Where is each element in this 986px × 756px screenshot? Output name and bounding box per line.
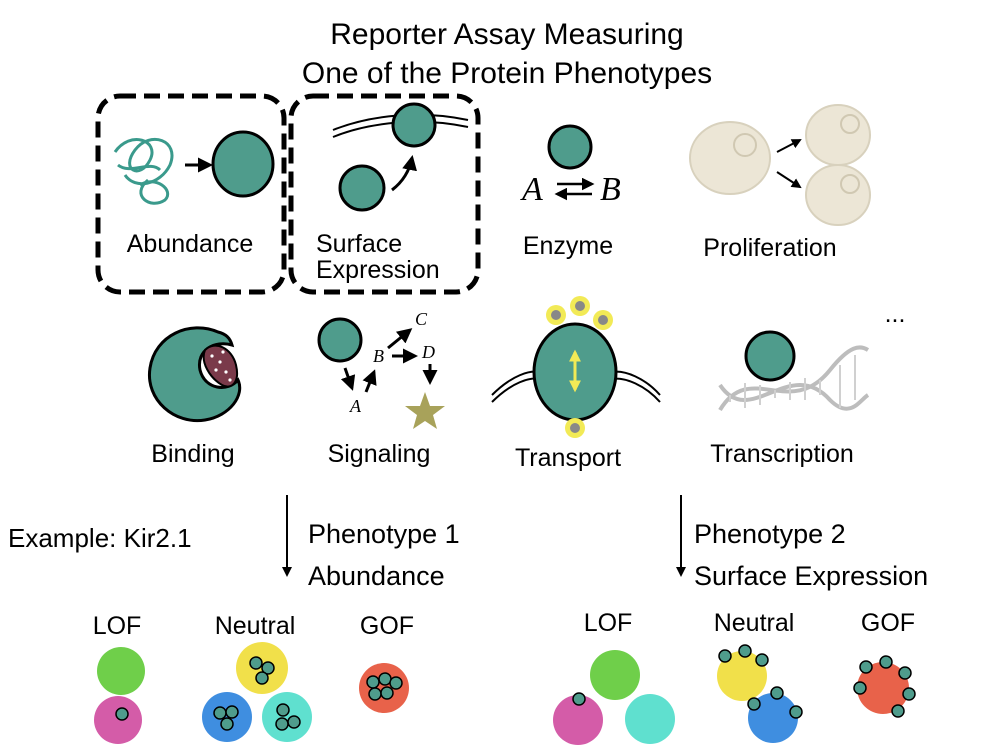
protein-dot	[891, 704, 905, 718]
signaling-protein-icon	[317, 317, 363, 363]
substrate-molecules-icon	[546, 296, 613, 438]
right-neutral-cell-yellow	[717, 651, 767, 701]
protein-dot	[261, 661, 275, 675]
protein-dot	[853, 681, 867, 695]
more-phenotypes-ellipsis: ...	[885, 300, 906, 328]
signal-node-a: A	[349, 396, 362, 416]
label-binding: Binding	[151, 440, 234, 468]
protein-dot	[276, 703, 290, 717]
protein-dot	[213, 706, 227, 720]
division-arrow-down	[776, 171, 802, 189]
protein-dot	[366, 675, 380, 689]
left-lof-cell-pink	[94, 696, 142, 744]
protein-dot	[902, 687, 916, 701]
dna-helix-icon	[718, 345, 870, 412]
left-gof-label: GOF	[360, 612, 414, 640]
protein-dot	[572, 692, 586, 706]
protein-dot	[115, 707, 129, 721]
left-neutral-label: Neutral	[215, 612, 296, 640]
trafficking-arrow	[391, 155, 417, 192]
protein-dot	[275, 717, 289, 731]
protein-dot	[255, 671, 269, 685]
transport-membrane-left-b	[491, 377, 541, 403]
title-line-2: One of the Protein Phenotypes	[302, 57, 712, 90]
protein-dot	[287, 715, 301, 729]
protein-dot	[755, 653, 769, 667]
left-neutral-cell-cyan	[262, 692, 312, 742]
protein-dot	[380, 686, 394, 700]
protein-dot	[859, 660, 873, 674]
abundance-highlight-box	[95, 93, 287, 295]
left-lof-label: LOF	[93, 612, 142, 640]
enzyme-product-b: B	[600, 171, 621, 208]
signal-arrow-1	[340, 367, 356, 391]
signal-node-d: D	[421, 342, 435, 362]
protein-dot	[378, 672, 392, 686]
right-lof-cell-cyan	[625, 694, 675, 744]
protein-dot	[249, 656, 263, 670]
protein-dot	[368, 687, 382, 701]
intracellular-protein-icon	[338, 164, 386, 212]
phenotype-1-title: Phenotype 1	[308, 519, 460, 549]
enzyme-protein-icon	[547, 124, 593, 170]
signal-output-star-icon	[405, 392, 445, 429]
label-transcription: Transcription	[710, 440, 854, 468]
right-gof-cell-red	[857, 662, 909, 714]
title-line-1: Reporter Assay Measuring	[330, 18, 684, 51]
protein-dot	[747, 697, 761, 711]
signal-arrow-2	[362, 369, 377, 393]
right-lof-cell-green	[590, 650, 640, 700]
phenotype-2-name: Surface Expression	[694, 561, 928, 591]
protein-dot	[789, 705, 803, 719]
folded-protein-icon	[211, 130, 275, 198]
label-abundance: Abundance	[127, 230, 254, 258]
protein-dot	[389, 676, 403, 690]
phenotype-2-title: Phenotype 2	[694, 519, 846, 549]
label-enzyme: Enzyme	[523, 232, 613, 260]
protein-dot	[718, 649, 732, 663]
signal-arrow-3	[387, 328, 413, 350]
transport-membrane-right-b	[611, 377, 661, 403]
left-neutral-cell-blue	[202, 692, 252, 742]
transcription-factor-icon	[744, 330, 796, 382]
unfolded-protein-icon	[113, 137, 174, 205]
label-proliferation: Proliferation	[703, 234, 836, 262]
phenotype-1-name: Abundance	[308, 561, 445, 591]
division-arrow-up	[776, 139, 802, 153]
protein-dot	[220, 717, 234, 731]
right-lof-cell-pink	[553, 695, 603, 745]
label-surface: Surface	[316, 230, 402, 258]
label-transport: Transport	[515, 444, 621, 472]
protein-dot	[898, 666, 912, 680]
left-lof-cell-green	[97, 647, 145, 695]
surface-protein-icon	[391, 102, 437, 148]
protein-dot	[879, 655, 893, 669]
proliferation-cells-icon	[689, 104, 871, 226]
surface-expression-highlight-box	[288, 93, 481, 295]
signal-node-c: C	[415, 309, 428, 329]
right-gof-label: GOF	[861, 609, 915, 637]
right-neutral-label: Neutral	[714, 609, 795, 637]
signal-node-b: B	[373, 346, 384, 366]
binding-protein-icon	[147, 326, 242, 423]
protein-dot	[225, 705, 239, 719]
example-label: Example: Kir2.1	[8, 523, 192, 553]
label-expression: Expression	[316, 256, 440, 284]
label-signaling: Signaling	[328, 440, 431, 468]
protein-dot	[738, 644, 752, 658]
protein-dot	[770, 686, 784, 700]
right-lof-label: LOF	[584, 609, 633, 637]
enzyme-substrate-a: A	[520, 171, 543, 208]
